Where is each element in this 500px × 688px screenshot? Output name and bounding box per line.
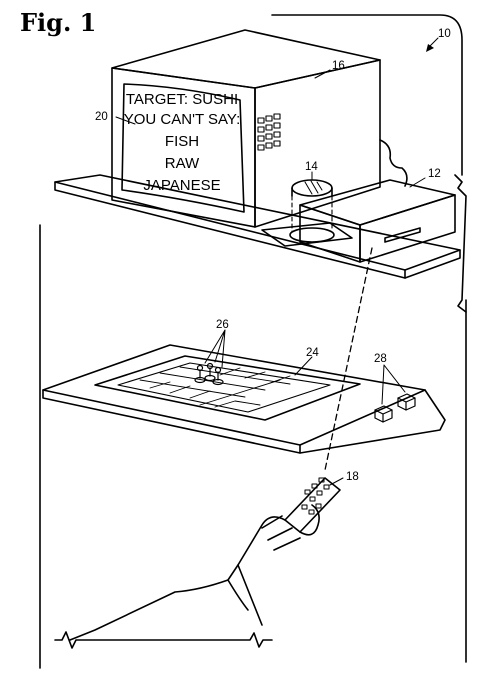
ir-beam	[324, 247, 373, 471]
hand	[227, 504, 320, 581]
screen-text: TARGET: SUSHI YOU CAN'T SAY: FISH RAW JA…	[124, 91, 241, 194]
shelf-top	[54, 174, 461, 271]
border-top-line	[271, 14, 463, 176]
disc-tray	[261, 222, 353, 247]
cuff	[227, 579, 249, 611]
remote-body	[284, 477, 341, 533]
figure-title: Fig. 1	[20, 8, 97, 37]
disc	[289, 227, 335, 243]
board-inner	[117, 362, 331, 413]
disc-hatch	[304, 180, 323, 195]
shelf-break	[454, 174, 467, 313]
arm-sleeve	[69, 564, 263, 641]
table-front	[42, 389, 301, 454]
disc-side	[291, 187, 333, 197]
player-side	[359, 194, 456, 263]
player-slot	[384, 227, 421, 243]
screen-line-2: YOU CAN'T SAY:	[124, 111, 241, 128]
shelf-side	[404, 249, 461, 279]
ref-display: 16	[332, 60, 345, 72]
screen-line-5: JAPANESE	[143, 177, 220, 194]
ref-10-arrow	[426, 44, 434, 52]
ref-system: 10	[438, 28, 451, 40]
ref-disc: 14	[305, 161, 318, 173]
tv-cord	[379, 139, 408, 187]
table-side	[299, 389, 446, 454]
ref-tokens: 26	[216, 319, 229, 331]
border-bottom-break	[54, 631, 273, 649]
dice	[374, 393, 416, 423]
game-board	[94, 355, 361, 421]
game-tokens	[194, 362, 224, 386]
leader-lines	[115, 37, 439, 486]
ref-screen: 20	[95, 111, 108, 123]
screen-line-3: FISH	[165, 133, 199, 150]
tv-top	[111, 29, 381, 89]
ref-board: 24	[306, 347, 319, 359]
ref-dice: 28	[374, 353, 387, 365]
tv-keypad	[257, 113, 281, 151]
tv-screen	[121, 83, 245, 213]
board-grid	[139, 366, 291, 408]
screen-line-4: RAW	[165, 155, 200, 172]
shelf-front	[54, 181, 406, 279]
disc-guide-lines	[291, 195, 333, 233]
ref-remote: 18	[346, 471, 359, 483]
screen-line-1: TARGET: SUSHI	[126, 91, 238, 108]
remote-buttons	[301, 477, 330, 515]
ref-player: 12	[428, 168, 441, 180]
tv-side	[254, 59, 381, 228]
